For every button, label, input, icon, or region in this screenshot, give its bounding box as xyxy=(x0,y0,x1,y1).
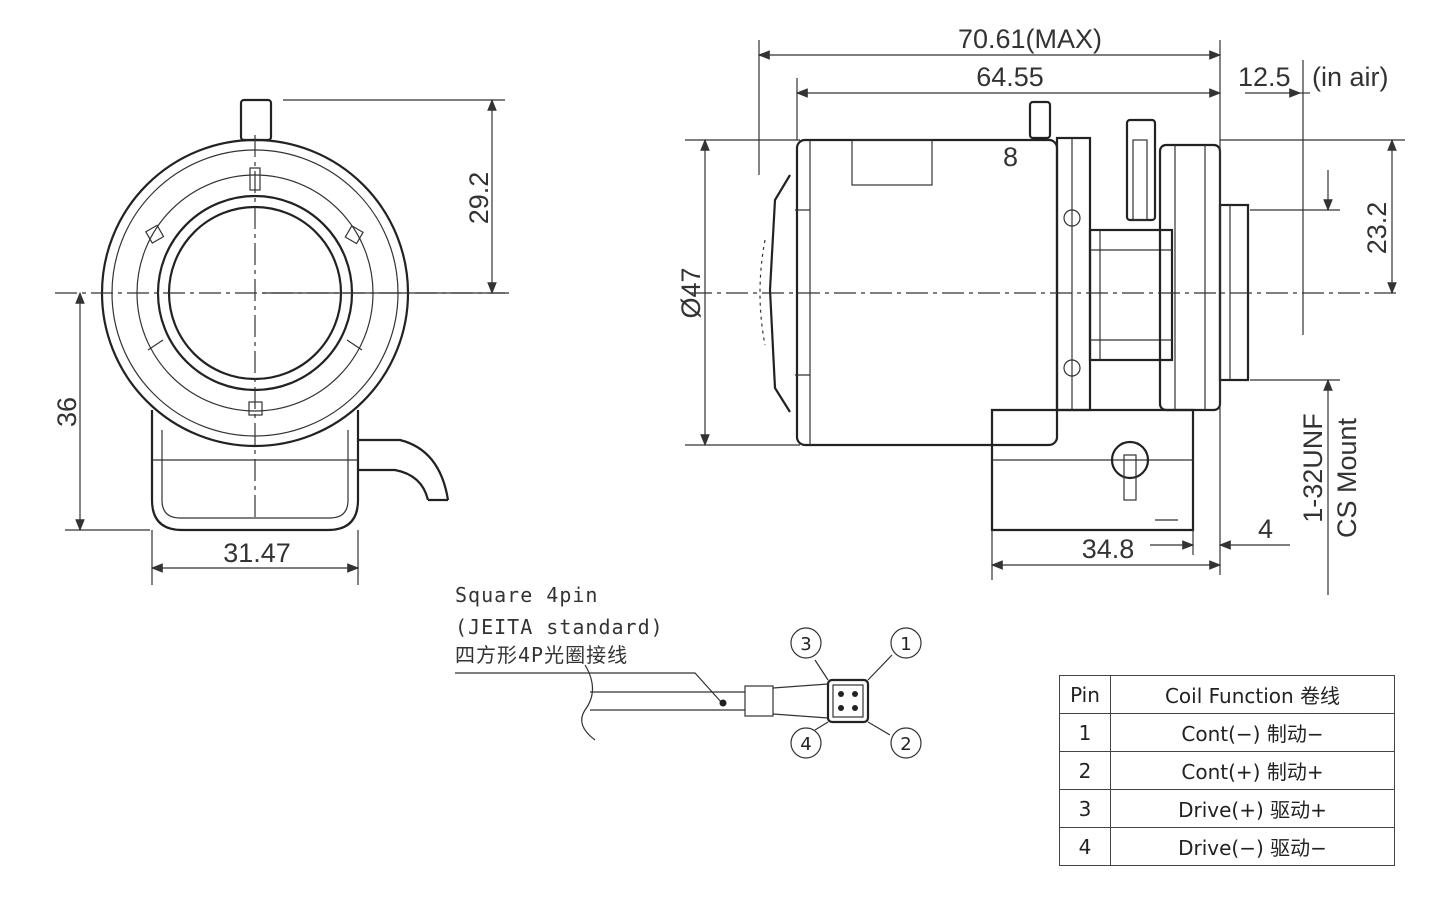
pin-callout-3: 3 xyxy=(800,634,811,655)
pin-cell: 2 xyxy=(1059,751,1111,790)
header-pin: Pin xyxy=(1059,675,1111,714)
dim-31-47: 31.47 xyxy=(223,538,291,568)
dim-70-61-max: 70.61(MAX) xyxy=(958,24,1102,54)
mount-thread-label: 1-32UNF xyxy=(1298,413,1328,523)
connector-detail: Square 4pin (JEITA standard) 四方形4P光圈接线 1… xyxy=(455,583,922,759)
dim-64-55: 64.55 xyxy=(976,62,1044,92)
table-row: 2 Cont(+) 制动+ xyxy=(1059,751,1395,790)
table-row: 3 Drive(+) 驱动+ xyxy=(1059,789,1395,828)
dim-diameter-47: Ø47 xyxy=(676,267,706,318)
pin-callout-4: 4 xyxy=(800,734,811,755)
dim-4: 4 xyxy=(1258,514,1273,544)
function-cell: Cont(+) 制动+ xyxy=(1110,751,1395,790)
pin-function-table: Pin Coil Function 卷线 1 Cont(−) 制动− 2 Con… xyxy=(1059,675,1395,866)
connector-label-1: Square 4pin xyxy=(455,583,598,607)
dim-29-2: 29.2 xyxy=(464,172,494,225)
function-cell: Cont(−) 制动− xyxy=(1110,713,1395,752)
mount-type-label: CS Mount xyxy=(1332,417,1362,538)
dim-12-5: 12.5 xyxy=(1238,62,1291,92)
function-cell: Drive(−) 驱动− xyxy=(1110,827,1395,866)
table-row: 4 Drive(−) 驱动− xyxy=(1059,827,1395,866)
table-header-row: Pin Coil Function 卷线 xyxy=(1059,675,1395,714)
focus-mark: 8 xyxy=(1003,142,1018,172)
function-cell: Drive(+) 驱动+ xyxy=(1110,789,1395,828)
connector-label-3: 四方形4P光圈接线 xyxy=(455,643,628,667)
side-view: 8 70.61(MAX) 64.55 12.5 xyxy=(676,24,1405,595)
pin-callout-2: 2 xyxy=(900,734,911,755)
table-row: 1 Cont(−) 制动− xyxy=(1059,713,1395,752)
pin-cell: 1 xyxy=(1059,713,1111,752)
pin-callout-1: 1 xyxy=(900,634,911,655)
header-coil-function: Coil Function 卷线 xyxy=(1110,675,1395,714)
pin-cell: 3 xyxy=(1059,789,1111,828)
connector-label-2: (JEITA standard) xyxy=(455,615,664,639)
iris-knob-front xyxy=(239,98,273,142)
front-view: 29.2 36 31.47 xyxy=(52,98,510,585)
dim-in-air-note: (in air) xyxy=(1312,62,1389,92)
dim-34-8: 34.8 xyxy=(1082,534,1135,564)
pin-cell: 4 xyxy=(1059,827,1111,866)
dim-36: 36 xyxy=(52,397,82,427)
dim-23-2: 23.2 xyxy=(1362,202,1392,255)
